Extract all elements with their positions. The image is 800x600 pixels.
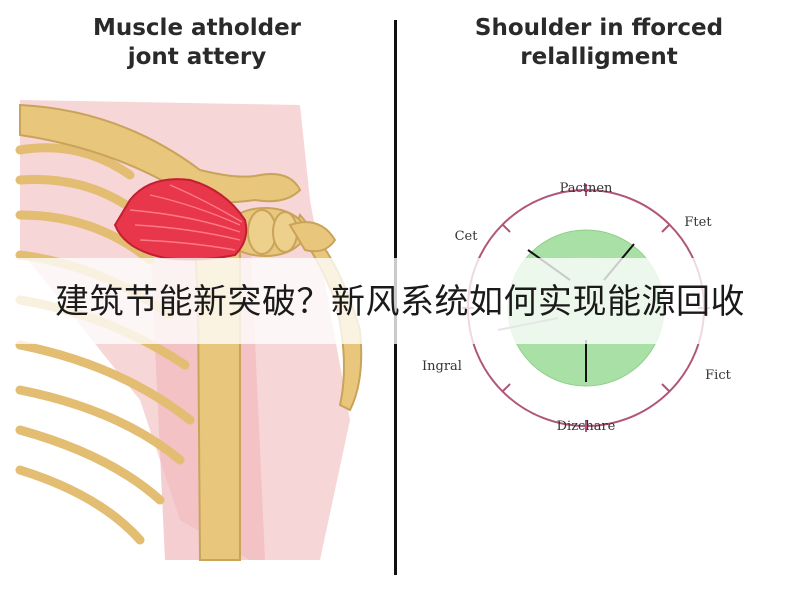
ring-label-top-right: Ftet	[684, 215, 712, 230]
rib	[15, 385, 185, 465]
muscle	[113, 178, 248, 261]
right-title: Shoulder in fforced relalligment	[398, 14, 800, 72]
ring-label-top-left: Cet	[455, 229, 479, 244]
joint-ring	[247, 209, 277, 255]
rib	[15, 465, 145, 545]
acromion	[288, 221, 337, 253]
ring-label-bottom-left: Ingral	[422, 359, 462, 374]
right-title-line2: relalligment	[520, 44, 678, 70]
rib	[15, 210, 155, 265]
caption-banner-text: 建筑节能新突破？新风系统如何实现能源回收	[55, 282, 745, 322]
ring-label-top: Pactnen	[560, 181, 613, 196]
caption-banner	[0, 258, 800, 344]
clavicle	[19, 103, 302, 204]
muscle-fibers	[129, 184, 243, 251]
right-title-line1: Shoulder in fforced	[474, 15, 724, 41]
rib	[15, 425, 165, 505]
rib	[15, 143, 135, 180]
left-title: Muscle atholder jont attery	[0, 14, 394, 72]
left-title-line2: jont attery	[127, 44, 267, 70]
left-title-line1: Muscle atholder	[92, 15, 302, 41]
ring-label-bottom: Dizchare	[557, 419, 616, 434]
rib	[15, 340, 195, 425]
ring-label-bottom-right: Fict	[705, 368, 731, 383]
